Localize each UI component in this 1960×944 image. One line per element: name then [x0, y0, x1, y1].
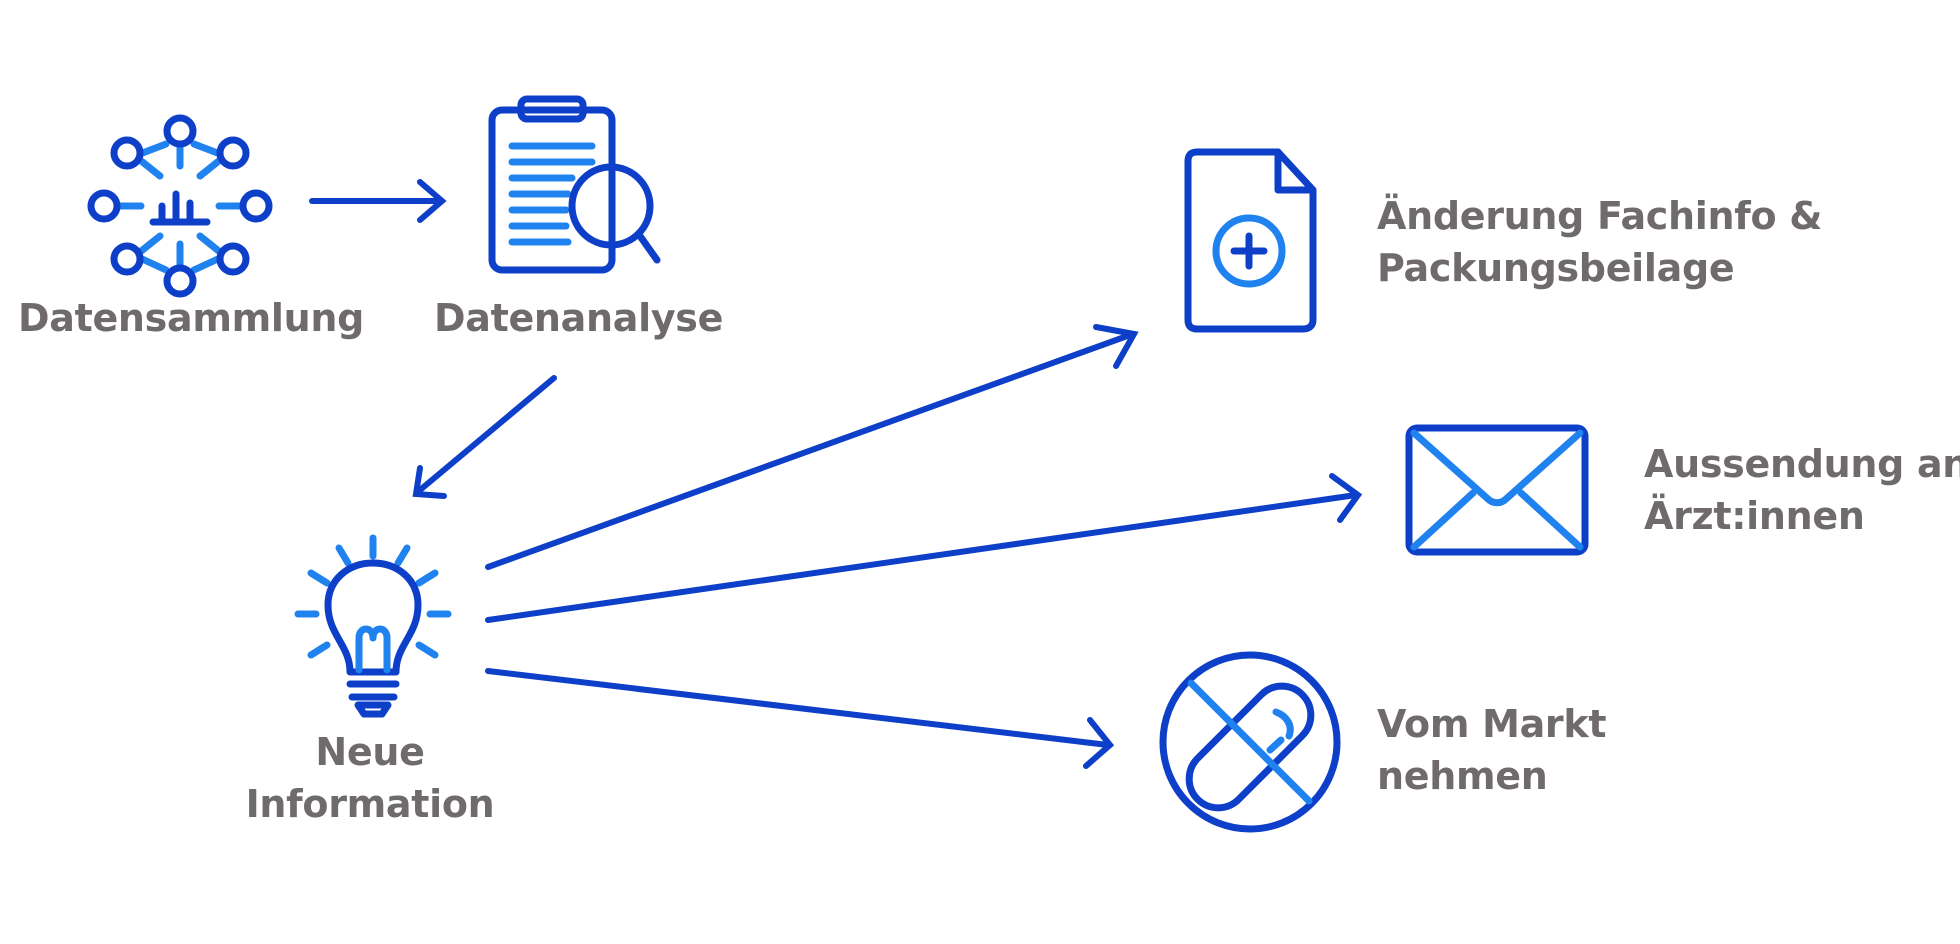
lightbulb-icon	[294, 534, 452, 718]
analysis-label: Datenanalyse	[434, 296, 724, 340]
markt-label: Vom Markt nehmen	[1377, 702, 1607, 798]
document-plus-icon	[1184, 148, 1317, 333]
fachinfo-label: Änderung Fachinfo & Packungsbeilage	[1377, 194, 1823, 290]
collection-label: Datensammlung	[18, 296, 365, 340]
new-information-label: Neue Information	[245, 730, 495, 826]
arrow-collection-to-analysis	[309, 179, 447, 223]
arrow-to-markt	[485, 668, 1115, 769]
envelope-icon	[1405, 424, 1589, 556]
network-chart-icon	[87, 114, 273, 298]
aussendung-label: Aussendung an Ärzt:innen	[1644, 442, 1960, 538]
crossed-pill-icon	[1159, 651, 1341, 833]
arrow-analysis-to-information	[412, 375, 557, 499]
arrow-to-aussendung	[485, 473, 1363, 623]
clipboard-magnifier-icon	[488, 95, 661, 274]
arrow-to-fachinfo	[485, 324, 1139, 570]
